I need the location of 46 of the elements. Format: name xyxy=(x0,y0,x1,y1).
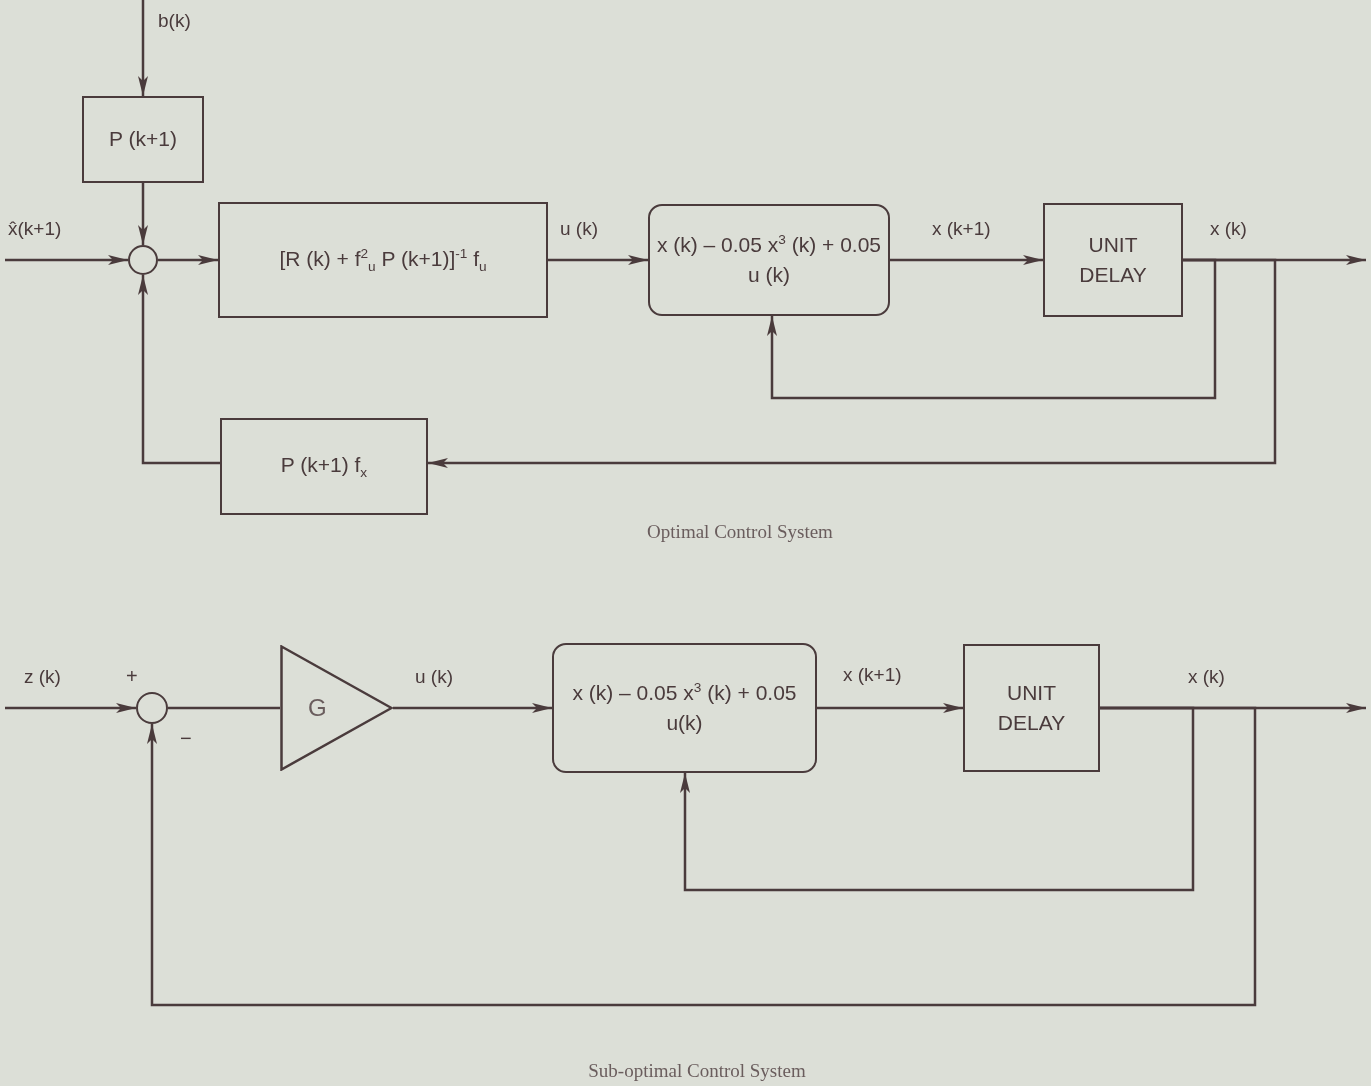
arrow xyxy=(5,703,136,713)
edge-label: x (k) xyxy=(1210,218,1247,240)
edge-label: u (k) xyxy=(415,666,453,688)
block-text: P (k+1) xyxy=(109,126,177,153)
arrow xyxy=(138,0,148,96)
caption: Optimal Control System xyxy=(647,521,833,543)
gain-triangle xyxy=(280,645,393,771)
arrow xyxy=(680,706,1195,892)
edge-label: b(k) xyxy=(158,10,191,32)
arrow xyxy=(138,275,220,465)
sign-label: − xyxy=(180,727,192,750)
arrow xyxy=(138,183,148,245)
arrow xyxy=(817,703,963,713)
block-text: x (k) – 0.05 x$^{3}$ (k) + 0.05 u (k) xyxy=(656,230,882,288)
edge-label: z (k) xyxy=(24,666,61,688)
block-text: [R (k) + f$^{2}$$_{u}$ P (k+1)]$^{-1}$ f$_{u}$ xyxy=(279,244,487,276)
arrow xyxy=(428,258,1277,468)
edge-label: x (k) xyxy=(1188,666,1225,688)
process-box xyxy=(1043,203,1183,317)
process-box xyxy=(963,644,1100,772)
process-box xyxy=(648,204,890,316)
arrow xyxy=(548,255,648,265)
process-box xyxy=(552,643,817,773)
block-text: P (k+1) f$_{x}$ xyxy=(280,452,368,483)
summing-junction xyxy=(128,245,158,275)
arrow xyxy=(767,258,1217,400)
block-text: G xyxy=(308,692,327,723)
arrow xyxy=(158,255,218,265)
connector-line xyxy=(168,706,280,710)
process-box xyxy=(218,202,548,318)
edge-label: x (k+1) xyxy=(932,218,991,240)
edge-label: u (k) xyxy=(560,218,598,240)
edge-label: x̂(k+1) xyxy=(8,218,62,240)
block-text: UNIT DELAY xyxy=(996,679,1067,736)
block-text: UNIT DELAY xyxy=(1078,231,1148,288)
arrow xyxy=(393,703,552,713)
arrow xyxy=(147,706,1257,1007)
arrow xyxy=(890,255,1043,265)
process-box xyxy=(82,96,204,183)
edge-label: x (k+1) xyxy=(843,664,902,686)
caption: Sub-optimal Control System xyxy=(588,1060,806,1082)
arrow xyxy=(5,255,128,265)
process-box xyxy=(220,418,428,515)
block-text: x (k) – 0.05 x$^{3}$ (k) + 0.05 u(k) xyxy=(571,678,798,736)
summing-junction xyxy=(136,692,168,724)
sign-label: + xyxy=(126,665,138,688)
